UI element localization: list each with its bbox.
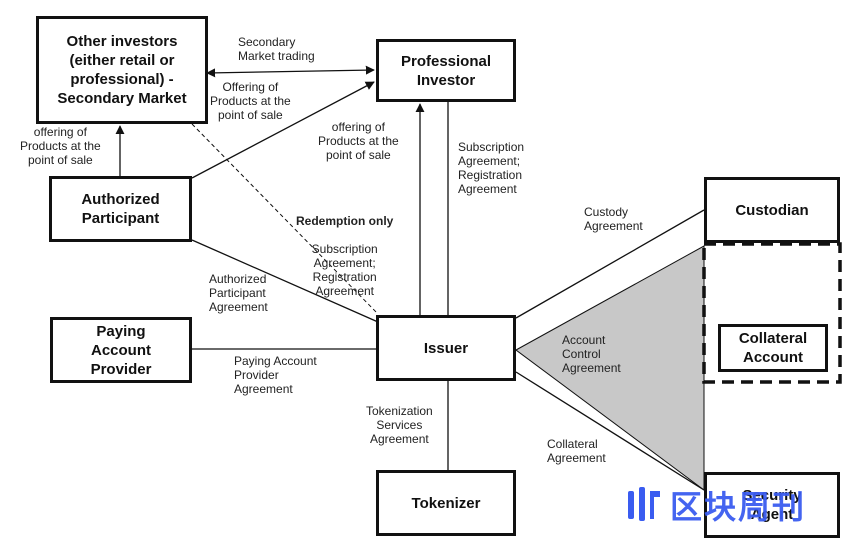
label-offering-ap-other: offering of Products at the point of sal… [20, 125, 101, 167]
label-custody-agreement: Custody Agreement [584, 205, 643, 233]
issuer-label: Issuer [423, 339, 469, 357]
authorized-participant-box[interactable]: Authorized Participant [49, 176, 192, 242]
ap-agreement-line [191, 239, 379, 323]
redemption-dashed-line [191, 123, 379, 315]
other-investors-box[interactable]: Other investors (either retail or profes… [36, 16, 208, 124]
security-agent-box[interactable]: Security Agent [704, 472, 840, 538]
custodian-label: Custodian [735, 201, 809, 219]
custodian-box[interactable]: Custodian [704, 177, 840, 243]
tokenizer-box[interactable]: Tokenizer [376, 470, 516, 536]
paying-account-provider-box[interactable]: Paying Account Provider [50, 317, 192, 383]
authorized-participant-label: Authorized Participant [81, 191, 160, 227]
label-secondary-market-trading: Secondary Market trading [238, 35, 315, 63]
collateral-line [515, 371, 705, 491]
tokenizer-label: Tokenizer [411, 494, 481, 512]
label-redemption-only: Redemption only [296, 214, 394, 228]
label-tokenization-agreement: Tokenization Services Agreement [366, 404, 433, 446]
label-offering-issuer-pro: offering of Products at the point of sal… [318, 120, 399, 162]
label-redemption-group: Redemption only Subscription Agreement; … [296, 200, 393, 298]
label-collateral-agreement: Collateral Agreement [547, 437, 606, 465]
label-paying-account-agreement: Paying Account Provider Agreement [234, 354, 317, 396]
security-agent-label: Security Agent [742, 487, 802, 523]
custody-line [515, 209, 705, 319]
collateral-account-box[interactable]: Collateral Account [718, 324, 828, 372]
professional-investor-box[interactable]: Professional Investor [376, 39, 516, 102]
collateral-account-label: Collateral Account [738, 330, 808, 366]
label-offering-ap-pro: Offering of Products at the point of sal… [210, 80, 291, 122]
paying-account-provider-label: Paying Account Provider [90, 322, 152, 378]
professional-investor-label: Professional Investor [400, 52, 492, 89]
issuer-box[interactable]: Issuer [376, 315, 516, 381]
other-investors-label: Other investors (either retail or profes… [57, 33, 187, 107]
label-account-control-agreement: Account Control Agreement [562, 333, 621, 375]
secondary-trading-arrow [206, 65, 375, 78]
collateral-enclosure [702, 242, 842, 384]
label-ap-agreement: Authorized Participant Agreement [209, 272, 268, 314]
label-subscription-mid: Subscription Agreement; Registration Agr… [311, 242, 378, 298]
label-subscription-right: Subscription Agreement; Registration Agr… [458, 140, 525, 196]
ap-to-pro-arrow [191, 81, 375, 179]
